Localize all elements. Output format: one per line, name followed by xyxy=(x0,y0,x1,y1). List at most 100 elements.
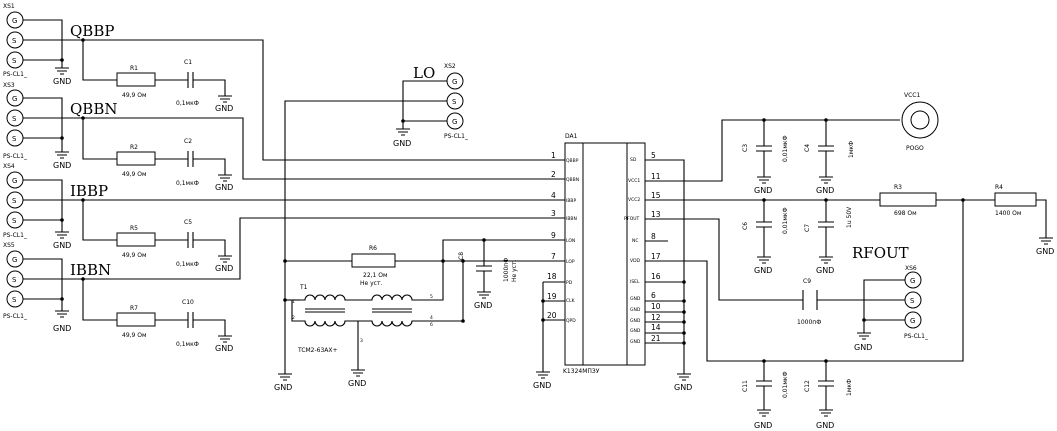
resistor-r5 xyxy=(116,232,156,247)
transformer-pin-5: 5 xyxy=(430,294,433,300)
capacitor-c3-value: 0,01мкФ xyxy=(782,135,789,162)
ic-pin-number: 5 xyxy=(651,151,656,160)
ic-pin-name: SD xyxy=(630,157,637,163)
ic-da1: DA1 K1324MПЗУ 1 QBBP 2 QBBN 4 IBBP 3 IBB… xyxy=(533,133,668,390)
resistor-r4-ref: R4 xyxy=(995,184,1003,191)
ground-label: GND xyxy=(754,421,772,430)
capacitor-c8-note: Не уст. xyxy=(511,260,518,282)
resistor-r6-ref: R6 xyxy=(369,245,377,252)
connector-xs5: XS5 G S S PS-CL1_ xyxy=(3,242,28,320)
connector-xs1-type: PS-CL1_ xyxy=(3,71,28,78)
resistor-r2-value: 49,9 Ом xyxy=(122,171,147,178)
resistor-r7 xyxy=(116,312,156,327)
connector-xs3-pin-1-label: G xyxy=(12,95,17,103)
ground-label: GND xyxy=(754,186,772,195)
connector-xs1-pin-1-label: G xyxy=(12,17,17,25)
capacitor-c6-ref: C6 xyxy=(742,222,749,230)
capacitor-c8-ref: C8 xyxy=(458,252,465,260)
connector-xs2: LO XS2 G S G PS-CL1_ GND xyxy=(284,63,469,374)
net-label-rfout: RFOUT xyxy=(852,244,909,262)
connector-xs4-pin-3-label: S xyxy=(12,217,17,225)
ground-label: GND xyxy=(474,301,492,310)
capacitor-c10-ref: C10 xyxy=(182,299,194,306)
capacitor-c7-ref: C7 xyxy=(804,224,811,232)
connector-xs3: XS3 G S S PS-CL1_ xyxy=(3,82,28,160)
ic-pin-number: 3 xyxy=(551,209,556,218)
ground-label: GND xyxy=(53,324,71,333)
ic-pin-name: LON xyxy=(566,238,575,244)
baseband-wiring xyxy=(83,39,550,280)
capacitor-c8-value: 1000пФ xyxy=(503,258,510,282)
ic-pin-number: 14 xyxy=(651,323,661,332)
connector-xs4-type: PS-CL1_ xyxy=(3,232,28,239)
ic-pin-name: LOP xyxy=(566,259,575,265)
resistor-r1-ref: R1 xyxy=(130,65,138,72)
ground-label: GND xyxy=(816,266,834,275)
capacitor-c2-value: 0,1мкФ xyxy=(176,180,199,187)
resistor-r4-value: 1400 Ом xyxy=(995,210,1021,217)
lo-balun: T1 1 2 3 4 5 6 TCM2-63AX+ R6 22,1 Ом Не … xyxy=(274,238,550,392)
capacitor-c5 xyxy=(187,232,194,248)
ic-pin-number: 7 xyxy=(551,252,556,261)
ic-pin-name: PD xyxy=(566,280,573,286)
connector-xs5-pin-1-label: G xyxy=(12,256,17,264)
decoupling-c3: C3 0,01мкФ GND xyxy=(742,118,789,195)
resistor-r6-value: 22,1 Ом xyxy=(363,272,388,279)
transformer-t1-ref: T1 xyxy=(299,284,308,291)
ground-label: GND xyxy=(816,421,834,430)
resistor-r1-value: 49,9 Ом xyxy=(122,92,147,99)
connector-xs4-pin-1-label: G xyxy=(12,177,17,185)
net-label-ibbp: IBBP xyxy=(70,182,108,200)
transformer-t1-primary xyxy=(300,294,440,301)
ground-label: GND xyxy=(674,383,692,392)
power-name: POGO xyxy=(906,145,924,152)
connector-wiring xyxy=(23,19,550,311)
ic-da1-part: K1324MПЗУ xyxy=(563,368,600,375)
resistor-r6-note: Не уст. xyxy=(360,280,382,287)
connector-xs2-type: PS-CL1_ xyxy=(444,133,469,140)
connector-xs6-pin-2-label: S xyxy=(910,297,915,305)
ground-symbol: GND xyxy=(53,310,71,333)
ground-label: GND xyxy=(215,183,233,192)
capacitor-c12-ref: C12 xyxy=(804,380,811,392)
decoupling-c4: C4 1мкФ GND xyxy=(804,118,855,195)
connector-xs3-ref: XS3 xyxy=(3,82,15,89)
transformer-t1-part: TCM2-63AX+ xyxy=(297,347,338,354)
ground-symbol: GND xyxy=(53,231,71,250)
capacitor-c10 xyxy=(187,312,194,328)
capacitor-c5-value: 0,1мкФ xyxy=(176,261,199,268)
connector-xs1-pin-3-label: S xyxy=(12,57,17,65)
resistor-r6 xyxy=(351,253,396,268)
decoupling-c11: C11 0,01мкФ GND xyxy=(742,359,789,430)
connector-xs2-pin-1-label: G xyxy=(452,78,457,86)
capacitor-c4-value: 1мкФ xyxy=(848,141,855,158)
capacitor-c4-ref: C4 xyxy=(804,144,811,152)
net-label-qbbp: QBBP xyxy=(70,22,114,40)
capacitor-c12-value: 1мкФ xyxy=(846,379,853,396)
resistor-r2 xyxy=(116,151,156,166)
resistor-r5-value: 49,9 Ом xyxy=(122,252,147,259)
ground-label: GND xyxy=(53,241,71,250)
resistor-r3-value: 698 Ом xyxy=(894,210,917,217)
termination-r7-c10: R7 49,9 Ом C10 0,1мкФ GND xyxy=(82,279,233,353)
net-label-lo: LO xyxy=(413,64,435,82)
ic-pin-name: GND xyxy=(630,328,641,334)
ic-pin-name: GND xyxy=(630,307,641,313)
capacitor-c9-value: 1000пФ xyxy=(797,319,821,326)
ground-label: GND xyxy=(215,344,233,353)
resistor-r7-ref: R7 xyxy=(130,305,138,312)
ic-pin-name: ISEL xyxy=(630,279,640,285)
capacitor-c10-value: 0,1мкФ xyxy=(176,341,199,348)
ground-label: GND xyxy=(816,186,834,195)
ic-pin-name: IBBP xyxy=(566,198,577,204)
ic-pin-number: 8 xyxy=(651,232,656,241)
power-ref: VCC1 xyxy=(904,92,920,99)
ic-pin-number: 15 xyxy=(651,191,661,200)
capacitor-c1-value: 0,1мкФ xyxy=(176,100,199,107)
ic-pin-name: QBBN xyxy=(566,177,579,183)
ground-symbol: GND xyxy=(53,151,71,170)
ic-pin-number: 17 xyxy=(651,252,661,261)
connector-xs6-type: PS-CL1_ xyxy=(904,333,929,340)
ic-pin-name: VCC1 xyxy=(628,178,640,184)
